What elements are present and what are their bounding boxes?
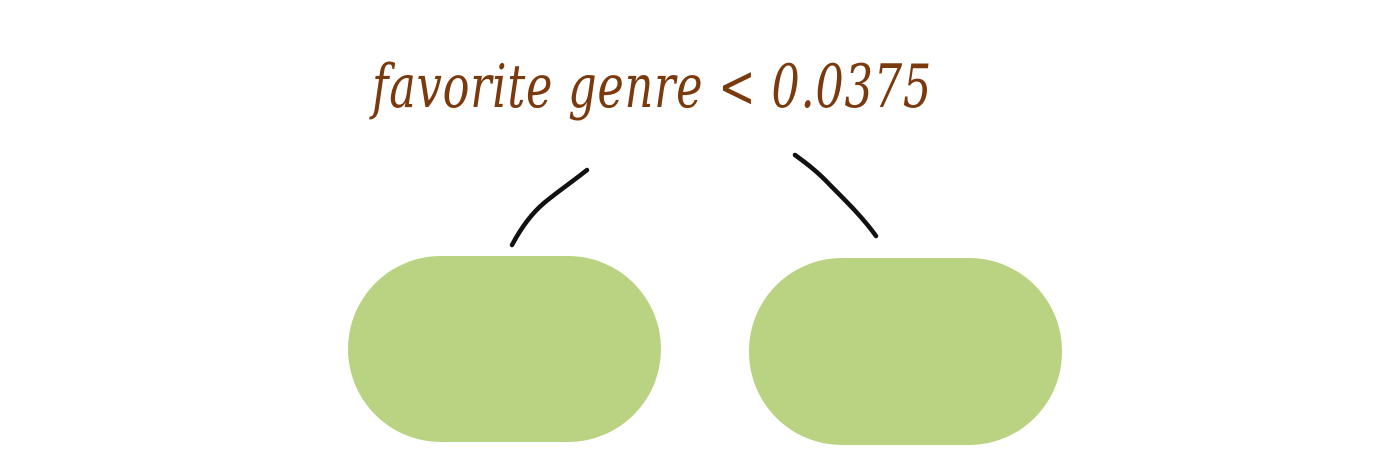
right-branch-connector xyxy=(792,152,879,239)
left-branch-connector xyxy=(509,167,590,248)
right-leaf-node xyxy=(749,258,1062,445)
left-leaf-node xyxy=(348,256,661,442)
split-node-label: favorite genre < 0.0375 xyxy=(369,52,932,122)
